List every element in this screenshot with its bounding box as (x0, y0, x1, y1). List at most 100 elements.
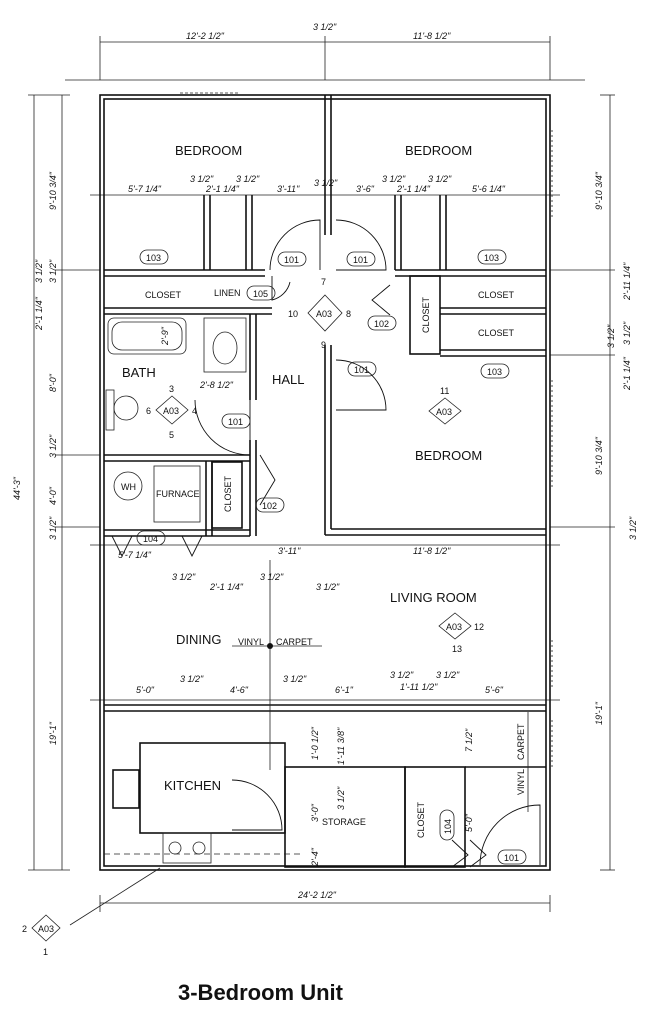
mark-13: 13 (452, 644, 462, 654)
dim-r1-i: 3 1/2" (428, 174, 452, 184)
floor-label-vinyl-2: VINYL (516, 769, 526, 795)
room-label-hall: HALL (272, 372, 305, 387)
dim-left-i: 19'-1" (48, 721, 58, 745)
tag-105: 105 (253, 289, 268, 299)
mark-5: 5 (169, 430, 174, 440)
mark-3: 3 (169, 384, 174, 394)
dim-left-c: 3 1/2" (48, 259, 58, 283)
room-label-closet-ne: CLOSET (478, 290, 515, 300)
dim-r3-c: 3 1/2" (260, 572, 284, 582)
dim-right-a: 9'-10 3/4" (594, 171, 604, 210)
section-tag-a03-key: A03 (38, 924, 54, 934)
mark-4: 4 (192, 406, 197, 416)
dim-r4-i: 5'-6" (485, 685, 504, 695)
dim-r2-b: 3'-11" (278, 546, 301, 556)
tag-104-furnace: 104 (143, 534, 158, 544)
dim-r4-b: 3 1/2" (180, 674, 204, 684)
room-label-linen: LINEN (214, 288, 241, 298)
room-label-wh: WH (121, 482, 136, 492)
tag-101-hall-e: 101 (353, 255, 368, 265)
section-markers (31, 249, 527, 942)
section-tag-a03-living: A03 (446, 622, 462, 632)
section-tag-a03-bedroom: A03 (436, 407, 452, 417)
dim-right-d: 2'-1 1/4" (622, 356, 632, 391)
dim-kitchen-a: 1'-0 1/2" (310, 726, 320, 760)
mark-8: 8 (346, 309, 351, 319)
dim-r4-h: 3 1/2" (436, 670, 460, 680)
dim-right-c: 2'-11 1/4" (622, 262, 632, 301)
dim-kitchen-d: 3'-0" (310, 803, 320, 822)
dim-right-f: 9'-10 3/4" (594, 436, 604, 475)
section-tag-a03-hall: A03 (316, 309, 332, 319)
mark-12: 12 (474, 622, 484, 632)
dim-r4-e: 6'-1" (335, 685, 354, 695)
dim-right-g: 3 1/2" (628, 516, 638, 540)
tag-102-hall: 102 (374, 319, 389, 329)
door-swings (111, 219, 541, 868)
dim-r1-a: 5'-7 1/4" (128, 184, 162, 194)
dim-right-e: 3 1/2" (606, 324, 616, 348)
room-label-bath: BATH (122, 365, 156, 380)
dim-kitchen-c: 3 1/2" (336, 786, 346, 810)
dim-top-mid: 3 1/2" (313, 22, 337, 32)
dim-r3-a: 3 1/2" (172, 572, 196, 582)
dim-left-d: 2'-1 1/4" (34, 296, 44, 331)
dim-right-h: 19'-1" (594, 701, 604, 725)
room-label-closet-nw: CLOSET (145, 290, 182, 300)
dim-bottom: 24'-2 1/2" (297, 890, 337, 900)
tag-103-e: 103 (487, 367, 502, 377)
section-tag-a03-bath: A03 (163, 406, 179, 416)
tag-103-nw: 103 (146, 253, 161, 263)
dim-kitchen-b: 1'-11 3/8" (336, 727, 346, 765)
dim-r2-c: 11'-8 1/2" (413, 546, 451, 556)
dim-r3-b: 2'-1 1/4" (209, 582, 244, 592)
dim-r4-d: 3 1/2" (283, 674, 307, 684)
mark-1: 1 (43, 947, 48, 957)
tag-104-kitchen: 104 (443, 819, 453, 834)
dim-r2-a: 5'-7 1/4" (118, 550, 152, 560)
dim-left-h: 3 1/2" (48, 516, 58, 540)
dim-left-f: 3 1/2" (48, 434, 58, 458)
room-label-dining: DINING (176, 632, 222, 647)
room-label-closet-kitchen: CLOSET (416, 801, 426, 838)
dim-r4-f: 3 1/2" (390, 670, 414, 680)
floor-label-carpet: CARPET (276, 637, 313, 647)
dim-r1-c: 3 1/2" (236, 174, 260, 184)
dim-kitchen-e: 2'-4" (310, 847, 320, 867)
mark-11: 11 (440, 386, 449, 396)
dim-r3-d: 3 1/2" (316, 582, 340, 592)
dim-kitchen-g: 5'-0" (464, 813, 474, 832)
room-label-closet-e: CLOSET (478, 328, 515, 338)
room-label-storage: STORAGE (322, 817, 366, 827)
dim-top-left: 12'-2 1/2" (186, 31, 225, 41)
plan-title: 3-Bedroom Unit (178, 980, 344, 1005)
dim-left-e: 8'-0" (48, 373, 58, 392)
mark-9: 9 (321, 340, 326, 350)
room-label-living: LIVING ROOM (390, 590, 477, 605)
window-marks (180, 92, 553, 770)
room-label-bedroom-nw: BEDROOM (175, 143, 242, 158)
walls (99, 94, 551, 871)
dim-top-right: 11'-8 1/2" (413, 31, 451, 41)
room-label-furnace: FURNACE (156, 489, 200, 499)
tag-101-hall-w: 101 (284, 255, 299, 265)
floor-label-vinyl: VINYL (238, 637, 264, 647)
tag-101-entry: 101 (504, 853, 519, 863)
dimension-lines (28, 36, 615, 912)
dim-r1-b: 3 1/2" (190, 174, 214, 184)
dim-r1-h: 3 1/2" (382, 174, 406, 184)
dim-r4-c: 4'-6" (230, 685, 249, 695)
dim-r1-f: 3 1/2" (314, 178, 338, 188)
tag-101-bath: 101 (228, 417, 243, 427)
vinyl-carpet-divider (69, 560, 529, 926)
dim-r4-a: 5'-0" (136, 685, 155, 695)
dim-r1-k: 5'-6 1/4" (472, 184, 506, 194)
dim-bath-width: 2'-8 1/2" (199, 380, 234, 390)
mark-2: 2 (22, 924, 27, 934)
mark-10: 10 (288, 309, 298, 319)
room-label-closet-hall: CLOSET (421, 296, 431, 333)
dim-right-b: 3 1/2" (622, 321, 632, 345)
dim-r1-g: 3'-6" (356, 184, 375, 194)
room-label-bedroom-ne: BEDROOM (405, 143, 472, 158)
